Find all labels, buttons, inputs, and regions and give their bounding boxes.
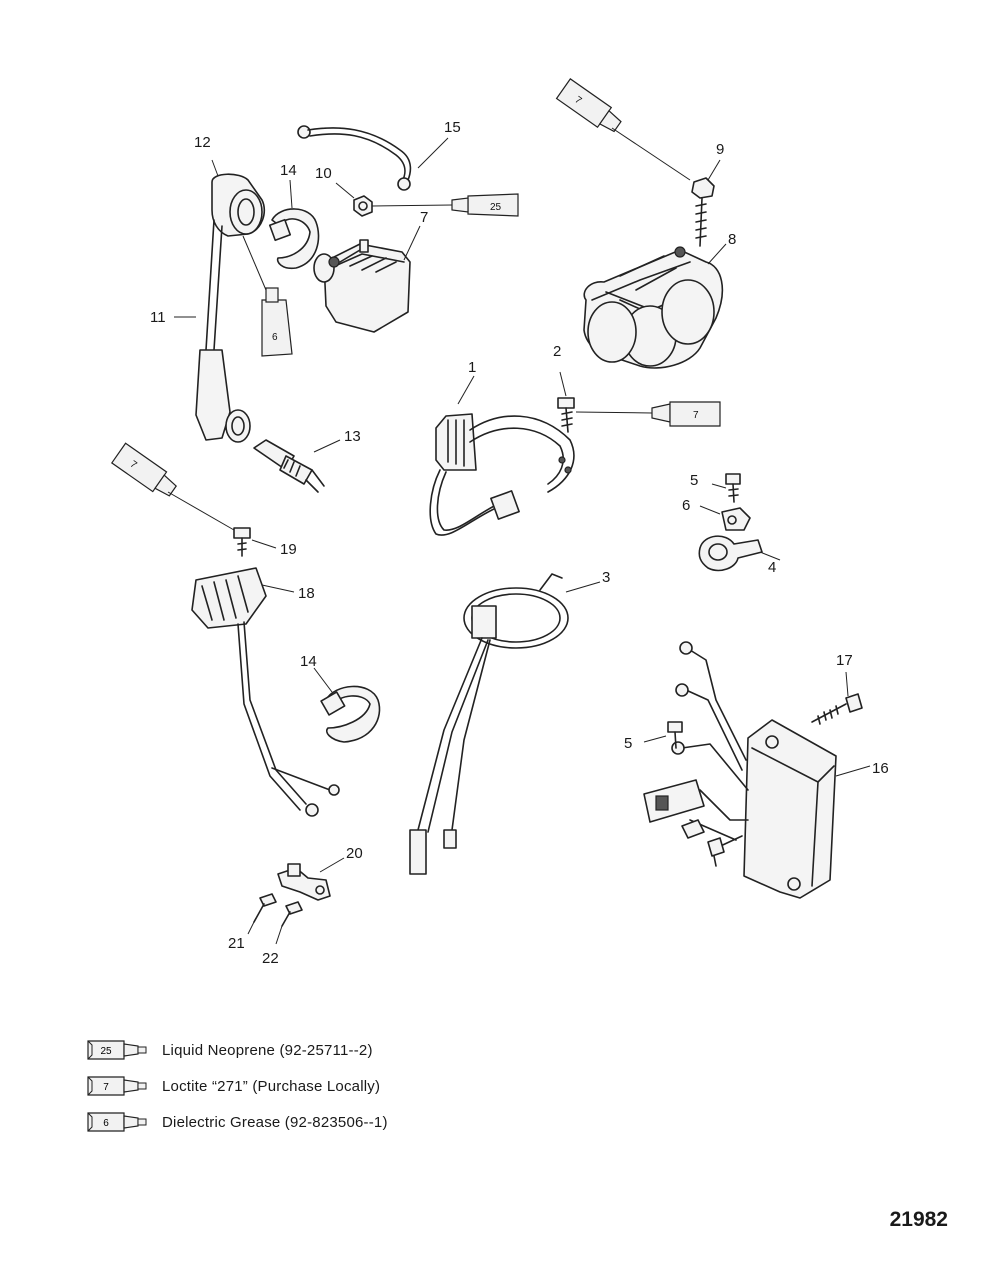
callout-22: 22 [262, 950, 279, 967]
tube-7-top-label: 7 [573, 95, 584, 107]
callout-15: 15 [444, 119, 461, 136]
callout-18: 18 [298, 585, 315, 602]
bolt-17-part [811, 693, 863, 725]
callout-5-lower: 5 [624, 735, 632, 752]
legend-row-dielectric-grease: 6 Dielectric Grease (92-823506--1) [86, 1104, 388, 1140]
callout-3: 3 [602, 569, 610, 586]
callout-11: 11 [150, 309, 166, 326]
callout-21: 21 [228, 935, 245, 952]
callout-10: 10 [315, 165, 332, 182]
callout-8: 8 [728, 231, 736, 248]
stator-part [429, 413, 575, 536]
callout-4: 4 [768, 559, 776, 576]
tube-7-left-label: 7 [128, 459, 139, 471]
loctite-tube-left-icon: 7 [110, 442, 178, 497]
legend-code-25: 25 [100, 1046, 112, 1057]
callout-14-lower: 14 [300, 653, 317, 670]
dual-coil-part [583, 246, 724, 369]
loctite-tube-top-icon: 7 [555, 78, 622, 133]
switch-box-part [643, 641, 837, 899]
callout-14-upper: 14 [280, 162, 297, 179]
loctite-tube-mid-icon: 7 [651, 401, 721, 427]
callout-6: 6 [682, 497, 690, 514]
callout-9: 9 [716, 141, 724, 158]
legend-row-liquid-neoprene: 25 Liquid Neoprene (92-25711--2) [86, 1032, 388, 1068]
tube-7-mid-label: 7 [693, 410, 699, 421]
rectifier-part [191, 567, 340, 817]
callout-16: 16 [872, 760, 889, 777]
screw-22-part [281, 901, 303, 927]
bolt-19-part [233, 527, 251, 557]
tube-6-icon: 6 [87, 1112, 147, 1132]
tube-25-icon: 25 [87, 1040, 147, 1060]
legend-code-7: 7 [103, 1082, 109, 1093]
legend-row-loctite: 7 Loctite “271” (Purchase Locally) [86, 1068, 388, 1104]
callout-1: 1 [468, 359, 476, 376]
screw-21-part [253, 893, 277, 923]
liquid-neoprene-tube-icon: 25 [451, 193, 519, 217]
callout-13: 13 [344, 428, 361, 445]
tube-7-icon: 7 [87, 1076, 147, 1096]
spark-plug-lead-part [195, 173, 266, 443]
screw-2-part [557, 397, 575, 433]
ground-lead-part [297, 125, 412, 191]
sealant-legend: 25 Liquid Neoprene (92-25711--2) 7 Locti… [86, 1032, 388, 1140]
spark-plug-part [253, 439, 325, 493]
cable-clamp-lower-part [320, 685, 381, 743]
clip-nut-6-part [721, 507, 751, 531]
cable-clamp-upper-part [268, 208, 320, 270]
callout-17: 17 [836, 652, 853, 669]
tube-6-label: 6 [272, 332, 278, 343]
tube-25-label: 25 [490, 202, 502, 213]
ignition-coil-part [313, 239, 411, 333]
figure-number: 21982 [889, 1208, 948, 1231]
nut-part [353, 195, 373, 217]
callout-19: 19 [280, 541, 297, 558]
legend-label-liquid-neoprene: Liquid Neoprene (92-25711--2) [162, 1041, 373, 1059]
screw-5-upper-part [725, 473, 741, 503]
trigger-coil-part [409, 573, 569, 875]
callout-2: 2 [553, 343, 561, 360]
clamp-4-part [698, 535, 763, 572]
bracket-20-part [277, 863, 331, 901]
dielectric-grease-tube-icon: 6 [261, 287, 293, 357]
callout-5-upper: 5 [690, 472, 698, 489]
callout-12: 12 [194, 134, 211, 151]
legend-label-dielectric-grease: Dielectric Grease (92-823506--1) [162, 1113, 388, 1131]
bolt-9-part [691, 177, 715, 247]
screw-5-lower-part [667, 721, 683, 749]
legend-label-loctite: Loctite “271” (Purchase Locally) [162, 1077, 381, 1095]
callout-7: 7 [420, 209, 428, 226]
callout-20: 20 [346, 845, 363, 862]
legend-code-6: 6 [103, 1118, 109, 1129]
